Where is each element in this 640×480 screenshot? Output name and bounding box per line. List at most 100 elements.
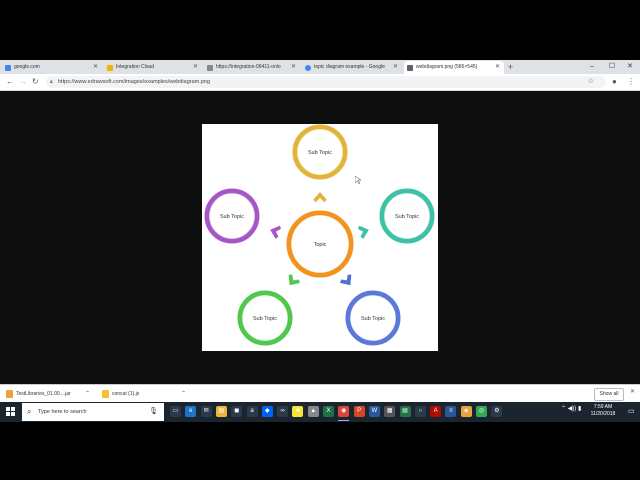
dropbox-icon[interactable]: ◆ [261, 406, 273, 417]
close-tab-icon[interactable]: ✕ [290, 64, 296, 70]
connector-arrow-icon-1 [313, 192, 327, 202]
subtopic-ring-1-highlight [297, 129, 343, 175]
google-favicon-icon [5, 65, 11, 71]
chevron-up-icon[interactable]: ⌃ [84, 391, 90, 397]
search-placeholder: Type here to search [38, 409, 87, 415]
clock-date: 11/20/2018 [590, 411, 616, 417]
jar-file-icon [6, 390, 13, 398]
connector-arrow-icon-2 [358, 225, 369, 239]
center-topic-ring-highlight [291, 215, 349, 273]
tab-label: Integration Cloud [116, 64, 155, 70]
download-item-jar[interactable]: TestLibraries_01.00....jar ⌃ [4, 388, 92, 400]
spreadsheet-icon[interactable]: ▤ [399, 406, 411, 417]
chevron-up-icon[interactable]: ⌃ [180, 391, 186, 397]
excel-icon[interactable]: X [323, 406, 334, 417]
close-tab-icon[interactable]: ✕ [392, 64, 398, 70]
center-topic-ring [286, 210, 354, 278]
powerpoint-icon[interactable]: P [353, 406, 365, 417]
google-favicon-icon [305, 65, 311, 71]
amazon-icon[interactable]: a [246, 406, 258, 417]
system-tray-icons[interactable]: ⌃ ◀)) ▮ [561, 406, 582, 412]
js-file-icon [102, 390, 109, 398]
download-label: TestLibraries_01.00....jar [16, 391, 71, 397]
subtopic-ring-2-label: Sub Topic [395, 214, 419, 220]
close-tab-icon[interactable]: ✕ [192, 64, 198, 70]
forward-arrow-icon[interactable]: → [19, 77, 27, 86]
word-doc-icon[interactable]: ≡ [445, 406, 457, 417]
center-topic-ring-label: Topic [314, 242, 327, 248]
subtopic-ring-5 [204, 188, 260, 244]
chrome-alt-icon[interactable]: ◎ [476, 406, 487, 417]
close-window-button[interactable]: ✕ [627, 63, 633, 70]
settings-icon[interactable]: ⚙ [491, 406, 503, 417]
image-favicon-icon [407, 65, 413, 71]
tab-google[interactable]: google.com ✕ [2, 61, 102, 74]
subtopic-ring-2 [379, 188, 435, 244]
tab-integration-cloud[interactable]: Integration Cloud ✕ [104, 61, 202, 74]
screen-margin [0, 422, 640, 480]
maximize-button[interactable]: ☐ [609, 63, 616, 70]
address-bar[interactable]: 🔒︎ https://www.edrawsoft.com/images/exam… [46, 76, 606, 88]
menu-kebab-icon[interactable]: ⋮ [627, 77, 635, 86]
subtopic-ring-5-label: Sub Topic [220, 214, 244, 220]
mail-icon[interactable]: ✉ [200, 406, 212, 417]
download-item-js[interactable]: concat (1).js ⌃ [100, 388, 188, 400]
folder-icon[interactable]: ▲ [307, 406, 319, 417]
people-icon[interactable]: ∞ [277, 406, 289, 417]
subtopic-ring-3 [345, 290, 401, 346]
notification-icon[interactable]: ▭ [628, 408, 635, 415]
url-text: https://www.edrawsoft.com/images/example… [58, 79, 210, 85]
task-view-icon[interactable]: ▭ [170, 406, 181, 417]
sticky-notes-icon[interactable]: ■ [292, 406, 304, 417]
bookmark-star-icon[interactable]: ☆ [587, 78, 594, 85]
tab-label: webdiagram.png (586×545) [416, 64, 478, 70]
subtopic-ring-5-highlight [209, 193, 255, 239]
word-icon[interactable]: W [368, 406, 380, 417]
tab-webdiagram[interactable]: webdiagram.png (586×545) ✕ [404, 61, 504, 74]
taskbar-clock[interactable]: 7:59 AM 11/20/2018 [583, 404, 623, 418]
new-tab-button[interactable]: + [508, 62, 514, 72]
reload-icon[interactable]: ↻ [32, 77, 39, 86]
connector-arrow-icon-3 [339, 274, 352, 286]
tab-integration-url[interactable]: https://integration-09411-onlo ✕ [204, 61, 300, 74]
subtopic-ring-2-highlight [384, 193, 430, 239]
lock-icon: 🔒︎ [50, 79, 53, 85]
subtopic-ring-4-highlight [242, 295, 288, 341]
subtopic-ring-3-label: Sub Topic [361, 316, 385, 322]
store-icon[interactable]: ◼ [231, 406, 243, 417]
connector-arrow-icon-5 [270, 225, 281, 239]
downloads-bar: TestLibraries_01.00....jar ⌃ concat (1).… [0, 384, 640, 403]
close-tab-icon[interactable]: ✕ [92, 64, 98, 70]
mouse-cursor-icon [355, 176, 361, 184]
taskbar-search-box[interactable]: ⌕ Type here to search 🎙︎ [22, 403, 164, 421]
windows-start-icon[interactable] [6, 407, 16, 417]
subtopic-ring-1 [292, 124, 348, 180]
file-explorer-icon[interactable]: ▤ [215, 406, 227, 417]
edge-icon[interactable]: e [185, 406, 197, 417]
close-tab-icon[interactable]: ✕ [494, 64, 500, 70]
account-icon[interactable]: ● [612, 77, 617, 86]
minimize-button[interactable]: – [590, 63, 594, 70]
connector-arrow-icon-4 [288, 274, 301, 286]
clock-time: 7:59 AM [593, 404, 613, 410]
microphone-icon[interactable]: 🎙︎ [149, 408, 158, 415]
tab-google-search[interactable]: topic diagram example - Google ✕ [302, 61, 402, 74]
subtopic-ring-1-label: Sub Topic [308, 150, 332, 156]
package-icon[interactable]: ◈ [460, 406, 472, 417]
integration-favicon-icon [107, 65, 113, 71]
close-downloads-icon[interactable]: ✕ [630, 389, 636, 395]
calculator-icon[interactable]: ▦ [384, 406, 396, 417]
acrobat-icon[interactable]: A [430, 406, 442, 417]
show-all-button[interactable]: Show all [594, 388, 624, 401]
back-arrow-icon[interactable]: ← [6, 77, 14, 86]
onenote-icon[interactable]: ○ [414, 406, 426, 417]
subtopic-ring-3-highlight [350, 295, 396, 341]
browser-toolbar: ← → ↻ 🔒︎ https://www.edrawsoft.com/image… [0, 74, 640, 91]
subtopic-ring-4 [237, 290, 293, 346]
chrome-icon[interactable]: ◉ [338, 406, 350, 421]
subtopic-ring-4-label: Sub Topic [253, 316, 277, 322]
search-icon: ⌕ [27, 407, 32, 416]
